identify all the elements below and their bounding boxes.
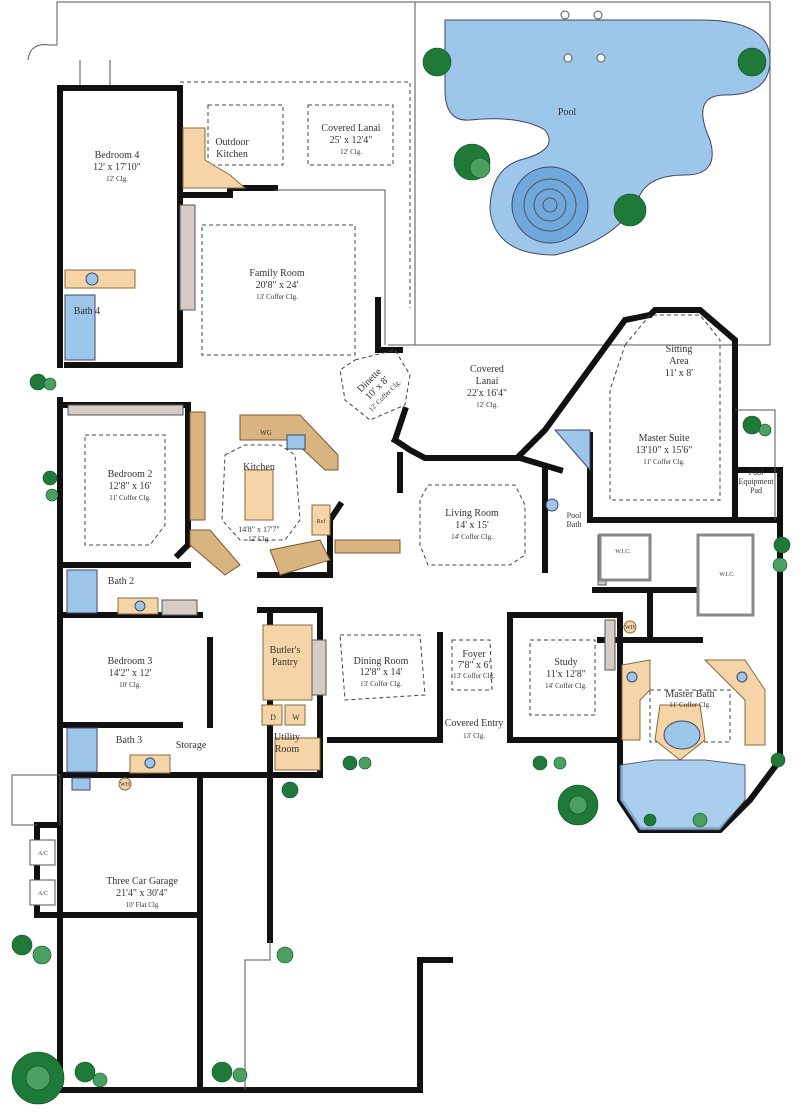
bath4-name: Bath 4 xyxy=(74,306,100,317)
wine-cooler-label: WG xyxy=(260,429,272,437)
covered-lanai-rear-ceiling: 12' Clg. xyxy=(340,148,362,156)
study-ceiling: 14' Coffer Clg. xyxy=(545,682,587,690)
wic-2-label: W.I.C. xyxy=(719,572,735,578)
pool-equipment-name-2: Equipment xyxy=(738,477,774,486)
water-heater-2-label: WH xyxy=(625,625,636,631)
pool-bath-name-2: Bath xyxy=(566,520,581,529)
covered-lanai-dims: 22'x 16'4" xyxy=(467,388,507,399)
outdoor-kitchen-name-1: Outdoor xyxy=(215,137,249,148)
garage-ceiling: 10' Flat Clg xyxy=(126,901,159,909)
storage-name: Storage xyxy=(176,740,207,751)
sitting-area-name-2: Area xyxy=(669,356,689,367)
covered-entry-name: Covered Entry xyxy=(445,718,504,729)
covered-entry-ceiling: 13' Clg. xyxy=(463,732,485,740)
ac-unit-1-label: A/C xyxy=(38,851,48,857)
garage-dims: 21'4" x 30'4" xyxy=(116,888,168,899)
bath3-name: Bath 3 xyxy=(116,735,142,746)
butlers-pantry-name-1: Butler's xyxy=(270,645,301,656)
sitting-area-name-1: Sitting xyxy=(666,344,693,355)
covered-lanai-name-1: Covered xyxy=(470,364,504,375)
pool-bath-name-1: Pool xyxy=(567,511,582,520)
washer-label: W xyxy=(292,713,300,722)
family-room-name: Family Room xyxy=(249,268,305,279)
dining-room-ceiling: 13' Coffer Clg. xyxy=(360,680,402,688)
study-dims: 11'x 12'8" xyxy=(546,669,586,680)
master-bath-name: Master Bath xyxy=(665,689,714,700)
bath2-name: Bath 2 xyxy=(108,576,134,587)
pool-equipment-name-3: Pad xyxy=(750,486,762,495)
family-room-ceiling: 13' Coffer Clg. xyxy=(256,293,298,301)
study-name: Study xyxy=(554,657,577,668)
walls xyxy=(11,85,783,1093)
living-room-name: Living Room xyxy=(445,508,499,519)
kitchen-dims: 14'8" x 17'7" xyxy=(238,525,279,534)
water-heater-1-label: WH xyxy=(120,782,131,788)
bedroom2-dims: 12'8" x 16' xyxy=(109,481,152,492)
wic-1-label: W.I.C. xyxy=(615,549,631,555)
foyer-ceiling: 13' Coffer Clg. xyxy=(453,672,495,680)
living-room-ceiling: 14' Coffer Clg. xyxy=(451,533,493,541)
utility-room-name-1: Utility xyxy=(274,732,300,743)
bedroom3-ceiling: 10' Clg. xyxy=(119,681,141,689)
pool-deck-outline xyxy=(27,1,771,346)
room-label-pool: Pool xyxy=(558,107,577,118)
covered-lanai-rear-name: Covered Lanai xyxy=(321,123,380,134)
bedroom3-dims: 14'2" x 12' xyxy=(109,668,152,679)
living-room-dims: 14' x 15' xyxy=(455,520,489,531)
outdoor-kitchen-name-2: Kitchen xyxy=(216,149,248,160)
bedroom3-name: Bedroom 3 xyxy=(108,656,153,667)
dining-room-dims: 12'8" x 14' xyxy=(360,667,403,678)
master-bath-ceiling: 11' Coffer Clg. xyxy=(669,701,711,709)
landscaping xyxy=(11,47,791,1105)
dryer-label: D xyxy=(270,713,276,722)
garage-name: Three Car Garage xyxy=(106,876,178,887)
bedroom4-ceiling: 12' Clg. xyxy=(106,175,128,183)
cabinetry xyxy=(29,127,766,906)
bedroom4-dims: 12' x 17'10" xyxy=(93,162,141,173)
refrigerator-label: Ref xyxy=(317,518,326,525)
ceiling-outlines xyxy=(84,104,731,743)
family-room-dims: 20'8" x 24' xyxy=(256,280,299,291)
room-labels: Bedroom 4 12' x 17'10" 12' Clg. Outdoor … xyxy=(38,123,774,909)
pool: Pool xyxy=(444,10,771,256)
foyer-dims: 7'8" x 6' xyxy=(458,660,491,671)
butlers-pantry-name-2: Pantry xyxy=(272,657,298,668)
ac-unit-2-label: A/C xyxy=(38,891,48,897)
utility-room-name-2: Room xyxy=(275,744,300,755)
master-suite-name: Master Suite xyxy=(639,433,690,444)
covered-lanai-rear-dims: 25' x 12'4" xyxy=(330,135,373,146)
covered-lanai-ceiling: 12' Clg. xyxy=(476,401,498,409)
covered-lanai-name-2: Lanai xyxy=(476,376,499,387)
dining-room-name: Dining Room xyxy=(354,656,409,667)
master-suite-dims: 13'10" x 15'6" xyxy=(636,445,693,456)
sitting-area-dims: 11' x 8' xyxy=(665,368,693,379)
bedroom2-name: Bedroom 2 xyxy=(108,469,153,480)
kitchen-name: Kitchen xyxy=(243,462,275,473)
master-suite-ceiling: 11' Coffer Clg. xyxy=(643,458,685,466)
kitchen-ceiling: 12' Clg. xyxy=(248,535,270,543)
foyer-name: Foyer xyxy=(462,649,486,660)
pool-equipment-name-1: Pool xyxy=(749,468,764,477)
bedroom4-name: Bedroom 4 xyxy=(95,150,140,161)
bedroom2-ceiling: 11' Coffer Clg. xyxy=(109,494,151,502)
